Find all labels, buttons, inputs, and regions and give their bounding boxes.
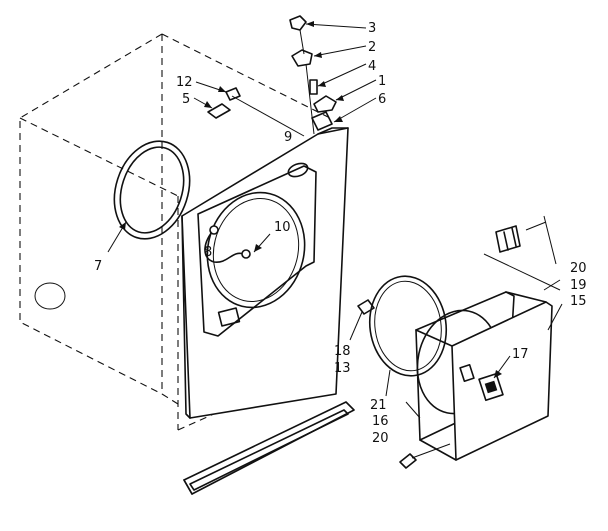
part-5-strike (207, 103, 231, 119)
callout-19: 19 (570, 278, 587, 293)
callout-20-bottom: 20 (372, 431, 389, 446)
cabinet-hole (34, 282, 66, 310)
callout-7: 7 (94, 259, 102, 274)
callout-5: 5 (182, 92, 190, 107)
callout-16: 16 (372, 414, 389, 429)
callout-3: 3 (368, 21, 376, 36)
part-12-screw (225, 87, 241, 101)
callout-18: 18 (334, 344, 351, 359)
leader-arrows (119, 21, 502, 378)
callout-21: 21 (370, 398, 387, 413)
callout-6: 6 (378, 92, 386, 107)
part-4-screw (309, 79, 318, 95)
part-6-bracket (311, 111, 333, 131)
top-hardware (207, 15, 337, 137)
front-panel (181, 127, 349, 419)
callout-17: 17 (512, 347, 529, 362)
part-19-hinge (495, 225, 521, 253)
part-1-switch (313, 95, 337, 113)
part-3-clip (289, 15, 307, 31)
front-panel-seal (113, 140, 191, 240)
callout-2: 2 (368, 40, 376, 55)
callout-13: 13 (334, 361, 351, 376)
door-assembly (357, 221, 561, 469)
callout-20-top: 20 (570, 261, 587, 276)
callout-1: 1 (378, 74, 386, 89)
callout-8: 8 (204, 245, 212, 260)
callout-10: 10 (274, 220, 291, 235)
part-2-latch (291, 49, 313, 67)
toe-panel (183, 401, 355, 495)
part-18-clip (357, 299, 375, 315)
callout-labels: 3 2 4 1 6 12 5 9 10 8 7 20 19 15 17 18 1… (94, 21, 587, 446)
callout-15: 15 (570, 294, 587, 309)
callout-4: 4 (368, 59, 376, 74)
callout-12: 12 (176, 75, 193, 90)
callout-9: 9 (284, 130, 292, 145)
part-21-seal (368, 275, 448, 377)
part-20-screw (399, 453, 417, 469)
